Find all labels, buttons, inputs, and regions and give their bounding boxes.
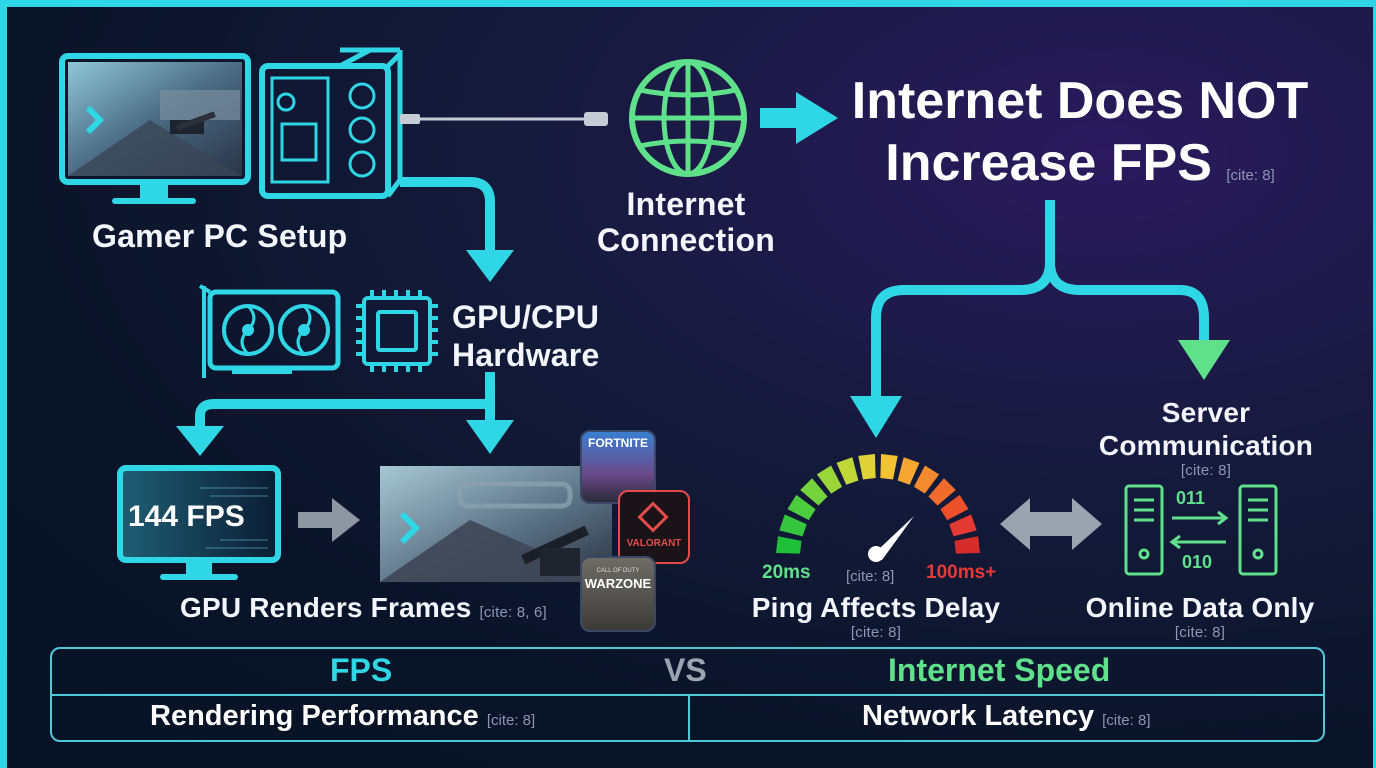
gpu-cpu-line1: GPU/CPU <box>452 299 600 335</box>
double-arrow-icon <box>1000 498 1102 550</box>
arrowhead-server <box>1178 340 1230 380</box>
gauge-segment <box>858 454 876 480</box>
title-line2-wrap: Increase FPS [cite: 8] <box>820 132 1340 207</box>
online-data-text: Online Data Only <box>1085 592 1315 623</box>
online-data-cite: [cite: 8] <box>1174 624 1226 641</box>
fortnite-title: FORTNITE <box>588 436 648 450</box>
server-line2: Communication <box>1098 430 1314 461</box>
ping-affects-label: Ping Affects Delay [cite: 8] <box>744 592 1008 642</box>
server-line1: Server <box>1161 397 1251 428</box>
game-screenshot <box>380 466 612 582</box>
valorant-title: VALORANT <box>626 538 682 549</box>
arrow-split-title <box>871 200 1209 398</box>
gauge-segment <box>913 465 940 494</box>
gpu-renders-cite: [cite: 8, 6] <box>479 604 547 621</box>
table-cell-rendering: Rendering Performance [cite: 8] <box>150 700 535 733</box>
gpu-renders-label: GPU Renders Frames [cite: 8, 6] <box>180 592 547 624</box>
gpu-card-icon <box>198 284 341 378</box>
pc-case-icon <box>259 47 403 199</box>
internet-connection-label: Internet Connection <box>594 186 778 258</box>
valorant-card: VALORANT <box>618 490 690 564</box>
arrowhead-gpu <box>466 250 514 282</box>
gauge-segment <box>954 536 980 554</box>
globe-icon <box>629 59 747 177</box>
valorant-logo-icon <box>637 501 669 533</box>
network-latency-text: Network Latency <box>862 700 1095 732</box>
online-data-label: Online Data Only [cite: 8] <box>1078 592 1322 642</box>
gauge-segment <box>776 536 802 554</box>
fps-display-value: 144 FPS <box>128 500 245 533</box>
table-header-internet-speed: Internet Speed <box>888 652 1111 688</box>
gauge-segment <box>940 494 969 521</box>
gauge-segment <box>779 514 807 537</box>
server-icon <box>1124 484 1278 576</box>
gauge-segment <box>897 457 920 485</box>
table-column-divider <box>688 695 690 741</box>
page-title: Internet Does NOT Increase FPS [cite: 8] <box>820 70 1340 207</box>
title-line1: Internet Does NOT <box>851 72 1309 130</box>
internet-line1: Internet <box>626 186 746 222</box>
ping-cite: [cite: 8] <box>846 568 895 585</box>
warzone-subtitle: CALL OF DUTY <box>596 568 640 574</box>
ping-high-label: 100ms+ <box>926 562 997 583</box>
arrow-split-gpu <box>195 372 495 430</box>
table-header-fps: FPS <box>330 652 393 688</box>
gpu-renders-text: GPU Renders Frames <box>180 592 472 623</box>
title-line2: Increase FPS <box>885 134 1212 192</box>
cpu-chip-icon <box>356 290 438 372</box>
ping-low-label: 20ms <box>762 562 811 583</box>
gauge-segment <box>928 478 956 506</box>
gray-arrow <box>298 498 360 542</box>
server-cite: [cite: 8] <box>1180 462 1232 479</box>
table-row-divider <box>50 694 1325 696</box>
bits-bottom: 010 <box>1182 552 1213 572</box>
arrow-to-title <box>760 92 838 144</box>
warzone-title: WARZONE <box>584 576 652 591</box>
gauge-segment <box>880 454 898 480</box>
gauge-segment <box>816 465 843 494</box>
ping-affects-cite: [cite: 8] <box>850 624 902 641</box>
cable-icon <box>400 112 608 126</box>
ping-affects-text: Ping Affects Delay <box>751 592 1001 623</box>
arrowhead-game <box>466 420 514 454</box>
latency-cite: [cite: 8] <box>1102 712 1151 729</box>
arrow-pc-to-gpu <box>400 177 495 250</box>
warzone-card: CALL OF DUTY WARZONE <box>580 556 656 632</box>
fps-monitor-icon <box>117 465 281 580</box>
title-cite: [cite: 8] <box>1226 167 1275 184</box>
server-communication-label: Server Communication [cite: 8] <box>1086 396 1326 480</box>
gauge-segment <box>949 514 977 537</box>
gpu-cpu-line2: Hardware <box>452 337 600 373</box>
table-header-vs: VS <box>664 652 707 688</box>
arrowhead-ping <box>850 396 902 438</box>
gauge-segment <box>800 478 828 506</box>
arrowhead-fps <box>176 426 224 456</box>
gauge-segment <box>836 457 859 485</box>
internet-line2: Connection <box>597 222 775 258</box>
table-cell-latency: Network Latency [cite: 8] <box>862 700 1151 733</box>
gpu-cpu-label: GPU/CPU Hardware <box>452 298 599 374</box>
speedometer-icon <box>776 454 980 554</box>
gauge-segment <box>787 494 816 521</box>
rendering-cite: [cite: 8] <box>486 712 536 729</box>
gauge-needle <box>868 516 914 562</box>
monitor-icon <box>59 53 251 204</box>
gamer-pc-label: Gamer PC Setup <box>92 218 348 254</box>
rendering-performance-text: Rendering Performance <box>150 700 479 732</box>
bits-top: 011 <box>1176 488 1206 508</box>
